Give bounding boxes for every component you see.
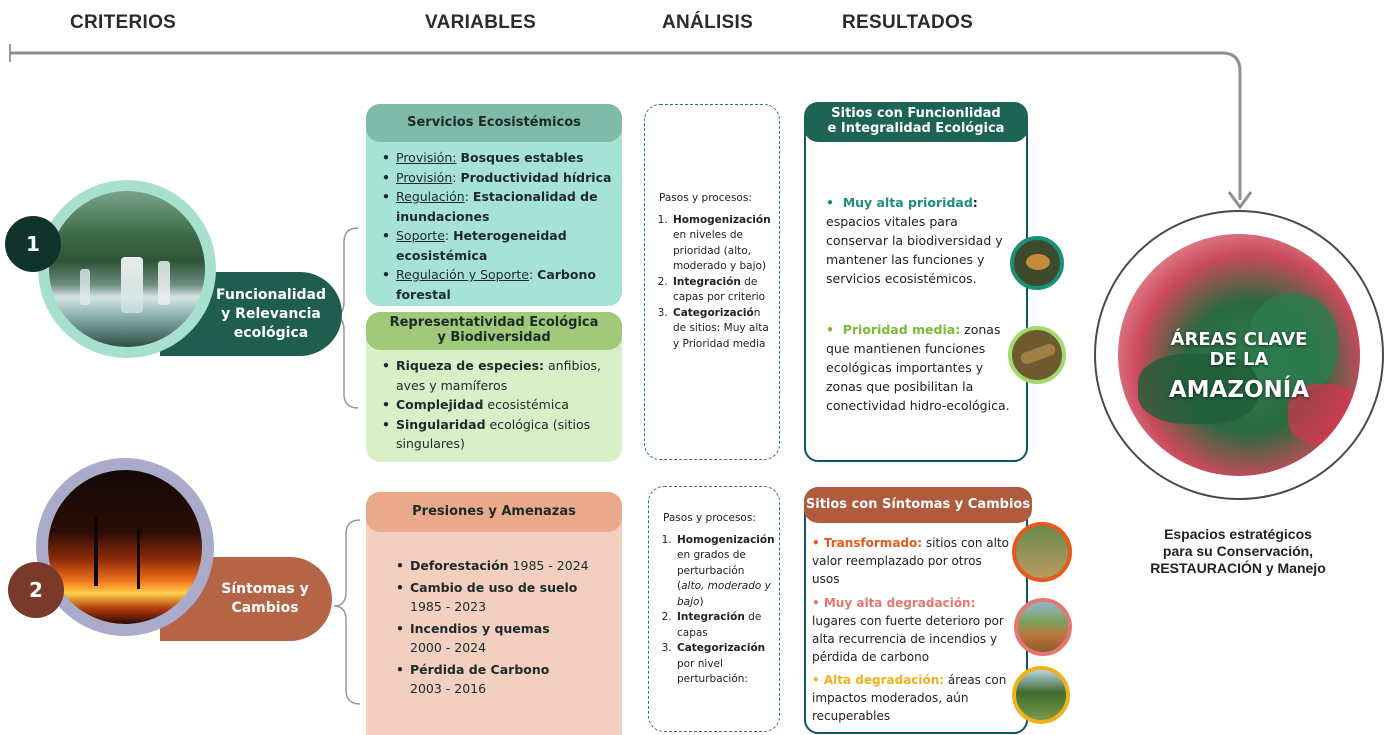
analisis-1-text: Pasos y procesos: Homogenización en nive… xyxy=(659,191,771,352)
list-item: Regulación: Estacionalidad de inundacion… xyxy=(382,187,618,226)
amazonia-line1: ÁREAS CLAVE xyxy=(1170,329,1308,350)
list-item: Provisión: Productividad hídrica xyxy=(382,168,618,188)
criterion-1-number: 1 xyxy=(5,216,61,272)
analisis-2-text: Pasos y procesos: Homogenización en grad… xyxy=(663,511,775,688)
presiones-title: Presiones y Amenazas xyxy=(366,492,622,532)
forest-edge-photo xyxy=(1012,666,1070,724)
servicios-title: Servicios Ecosistémicos xyxy=(366,104,622,142)
servicios-list: Provisión: Bosques estables Provisión: P… xyxy=(382,148,618,304)
amazonia-caption: Espacios estratégicos para su Conservaci… xyxy=(1150,526,1326,576)
jaguar-photo xyxy=(1010,236,1064,290)
resultado-muy-alta-degradacion: • Muy alta degradación: lugares con fuer… xyxy=(812,596,1004,664)
card-servicios: Servicios Ecosistémicos Provisión: Bosqu… xyxy=(366,104,622,306)
criterion-2-line1: Síntomas y xyxy=(221,581,309,597)
resultado-transformado: • Transformado: sitios con alto valor re… xyxy=(812,536,1009,586)
criterion-1-line1: Funcionalidad xyxy=(215,286,327,303)
list-item: Categorización por nivel perturbación: xyxy=(675,641,771,688)
arrow-down-icon xyxy=(1227,191,1253,210)
analisis-2-heading: Pasos y procesos: xyxy=(663,512,756,524)
amazon-map: ÁREAS CLAVE DE LA AMAZONÍA xyxy=(1118,234,1360,476)
list-item: Riqueza de especies: anfibios, aves y ma… xyxy=(382,356,618,395)
criterion-1-line2: y Relevancia xyxy=(221,305,321,322)
analisis-box-1: Pasos y procesos: Homogenización en nive… xyxy=(644,104,780,460)
list-item: Integración de capas por criterio xyxy=(671,275,771,306)
list-item: Homogenización en grados de perturbación… xyxy=(675,533,775,611)
analisis-1-heading: Pasos y procesos: xyxy=(659,192,752,204)
resultado-alta-degradacion: • Alta degradación: áreas con impactos m… xyxy=(812,673,1007,723)
header-criterios: CRITERIOS xyxy=(70,12,177,33)
representatividad-list: Riqueza de especies: anfibios, aves y ma… xyxy=(382,356,618,454)
card-presiones: Presiones y Amenazas Deforestación 1985 … xyxy=(366,492,622,735)
criterion-2-number: 2 xyxy=(8,562,64,618)
waterfall-photo xyxy=(38,180,216,358)
analisis-box-2: Pasos y procesos: Homogenización en grad… xyxy=(648,486,780,732)
representatividad-title: Representatividad Ecológica y Biodiversi… xyxy=(366,312,622,350)
list-item: Soporte: Heterogeneidad ecosistémica xyxy=(382,226,618,265)
list-item: Integración de capas xyxy=(675,610,771,641)
criterion-2-line2: Cambios xyxy=(231,600,299,616)
list-item: Complejidad ecosistémica xyxy=(382,395,618,415)
list-item: Regulación y Soporte: Carbono forestal xyxy=(382,265,618,304)
fire-photo xyxy=(36,458,214,636)
list-item: Singularidad ecológica (sitios singulare… xyxy=(382,415,618,454)
flow-arrow xyxy=(9,44,1253,210)
river-photo xyxy=(1008,326,1066,384)
list-item: Provisión: Bosques estables xyxy=(382,148,618,168)
resultados-funcionalidad-box xyxy=(804,112,1028,462)
list-item: Homogenización en niveles de prioridad (… xyxy=(671,213,771,275)
header-analisis: ANÁLISIS xyxy=(662,12,754,33)
amazonia-line3: AMAZONÍA xyxy=(1168,377,1310,403)
resultados-sintomas-title: Sitios con Síntomas y Cambios xyxy=(804,487,1032,523)
list-item: Categorización de sitios: Muy alta y Pri… xyxy=(671,306,771,353)
header-resultados: RESULTADOS xyxy=(842,12,974,33)
card-representatividad: Representatividad Ecológica y Biodiversi… xyxy=(366,312,622,462)
presiones-list: Deforestación 1985 - 2024 Cambio de uso … xyxy=(396,556,616,699)
amazonia-line2: DE LA xyxy=(1209,349,1269,370)
dirt-road-photo xyxy=(1014,598,1072,656)
header-variables: VARIABLES xyxy=(425,12,537,33)
resultados-funcionalidad-title: Sitios con Funcionlidad e Integralidad E… xyxy=(804,102,1028,142)
resultado-prioridad-media: • Prioridad media: zonas que mantienen f… xyxy=(826,322,1010,413)
amazon-circle: ÁREAS CLAVE DE LA AMAZONÍA xyxy=(1094,210,1384,500)
deforestation-photo xyxy=(1012,522,1072,582)
resultado-muy-alta: • Muy alta prioridad: espacios vitales p… xyxy=(826,195,1003,286)
criterion-1-line3: ecológica xyxy=(233,324,309,341)
list-item: Deforestación 1985 - 2024 xyxy=(396,556,616,576)
